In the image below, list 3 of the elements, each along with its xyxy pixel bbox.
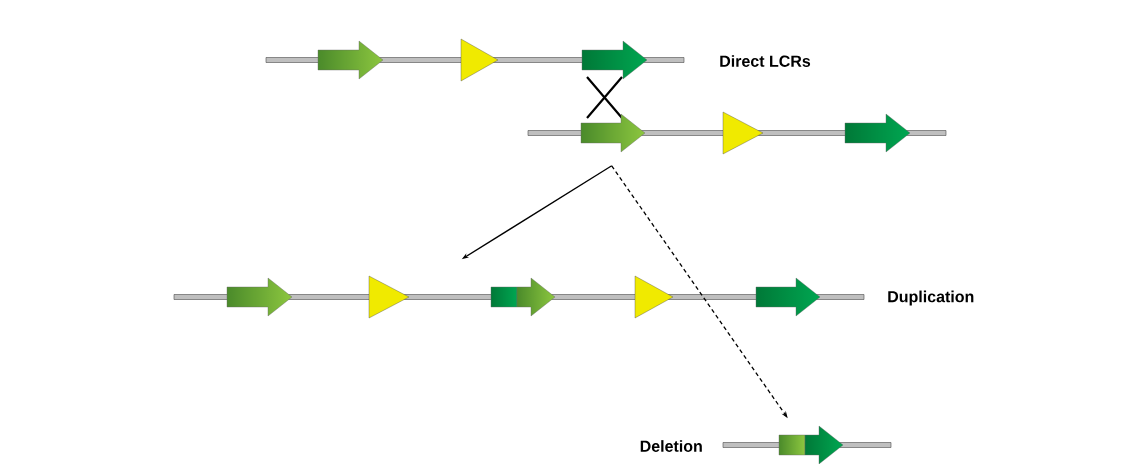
row-label: Duplication	[888, 290, 974, 306]
row-label: Direct LCRs	[720, 55, 811, 67]
row-label: Deletion	[640, 440, 702, 452]
